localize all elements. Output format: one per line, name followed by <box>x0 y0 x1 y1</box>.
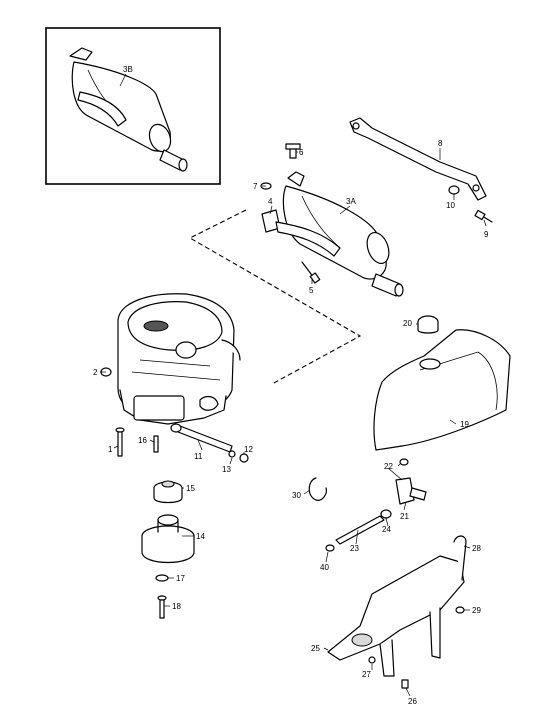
callout-3a: 3A <box>346 197 356 206</box>
callout-22: 22 <box>384 462 393 471</box>
callout-13: 13 <box>222 465 231 474</box>
callout-23: 23 <box>350 544 359 553</box>
callout-6: 6 <box>299 148 304 157</box>
callout-17: 17 <box>176 574 185 583</box>
callout-27: 27 <box>362 670 371 679</box>
callout-29: 29 <box>472 606 481 615</box>
callout-7: 7 <box>253 182 258 191</box>
bracket-25 <box>327 535 467 689</box>
leader-lines <box>100 148 487 697</box>
callout-11: 11 <box>194 452 203 461</box>
callout-19: 19 <box>460 420 469 429</box>
callout-24: 24 <box>382 525 391 534</box>
fuel-line-parts <box>325 458 427 552</box>
callout-10: 10 <box>446 201 455 210</box>
callout-16: 16 <box>138 436 147 445</box>
callout-5: 5 <box>309 286 314 295</box>
callout-8: 8 <box>438 139 443 148</box>
callout-4: 4 <box>268 197 273 206</box>
engine-assembly <box>117 293 241 425</box>
pulley-15 <box>153 480 183 504</box>
callout-40: 40 <box>320 563 329 572</box>
fuel-tank-19 <box>373 315 511 451</box>
callout-2: 2 <box>93 368 98 377</box>
inset-muffler-3b <box>45 27 221 185</box>
callout-21: 21 <box>400 512 409 521</box>
callout-12: 12 <box>244 445 253 454</box>
callout-15: 15 <box>186 484 195 493</box>
callout-26: 26 <box>408 697 417 706</box>
muffler-3a <box>261 171 404 297</box>
clamp-30 <box>308 477 327 501</box>
callout-28: 28 <box>472 544 481 553</box>
callout-1: 1 <box>108 445 113 454</box>
callout-30: 30 <box>292 491 301 500</box>
pulley-14 <box>141 514 195 563</box>
callout-20: 20 <box>403 319 412 328</box>
bracket-8 <box>349 117 493 223</box>
callout-3b: 3B <box>123 65 133 74</box>
washer-bolt <box>155 574 169 619</box>
crankshaft-parts <box>170 423 249 463</box>
callout-14: 14 <box>196 532 205 541</box>
callout-25: 25 <box>311 644 320 653</box>
engine-bolts <box>100 367 159 457</box>
callout-9: 9 <box>484 230 489 239</box>
callout-18: 18 <box>172 602 181 611</box>
